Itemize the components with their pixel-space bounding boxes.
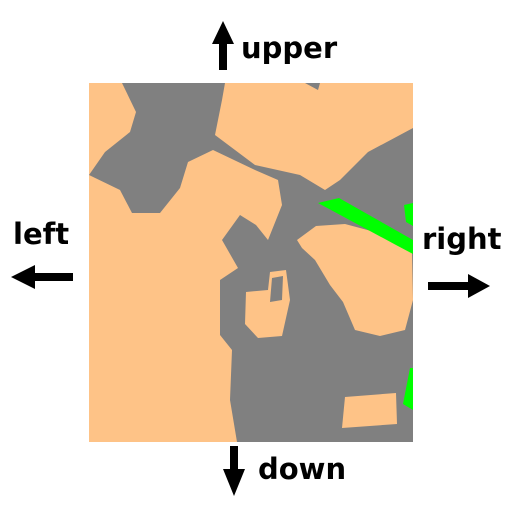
direction-label-down: down xyxy=(258,452,347,486)
direction-label-left: left xyxy=(13,217,70,251)
highlight-strip-lower xyxy=(403,368,413,410)
direction-label-right: right xyxy=(422,222,502,256)
arrow-right-icon xyxy=(428,274,490,298)
land-block-lower xyxy=(342,393,397,428)
arrow-up-icon xyxy=(212,21,234,70)
highlight-strip-right xyxy=(404,203,413,226)
land-region-right xyxy=(297,224,413,336)
highlight-strip-upper xyxy=(318,198,413,254)
terrain-notch xyxy=(270,276,283,302)
direction-label-upper: upper xyxy=(241,31,338,65)
arrow-left-icon xyxy=(11,265,73,289)
arrow-down-icon xyxy=(223,446,245,496)
land-region-left xyxy=(89,83,282,442)
land-region-upper xyxy=(215,83,413,190)
